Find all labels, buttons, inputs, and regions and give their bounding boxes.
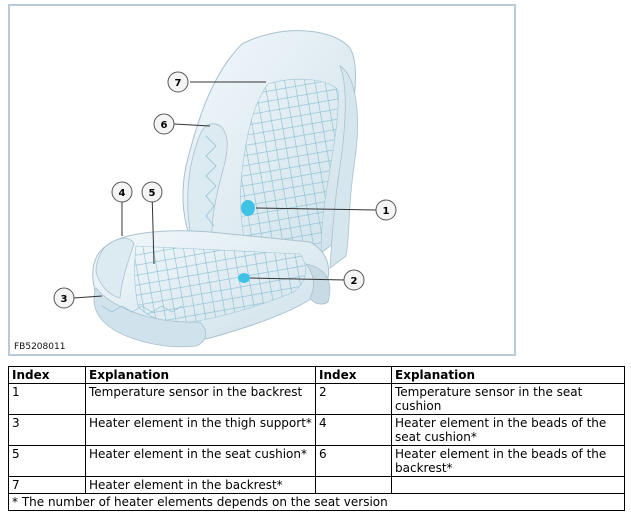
callout-label: 3: [61, 294, 68, 305]
index-cell: [315, 476, 392, 494]
callout-label: 2: [351, 276, 358, 287]
table-row: 1 Temperature sensor in the backrest 2 T…: [8, 383, 625, 415]
callout-label: 5: [149, 188, 156, 199]
callout-5: 5: [141, 181, 163, 203]
seat-illustration: 1 2 3 4 5 6 7 FB5208011: [8, 4, 516, 356]
index-cell: 7: [8, 476, 86, 494]
header-explanation: Explanation: [391, 366, 625, 384]
seat-heater-grid: [134, 245, 306, 323]
table-row: 3 Heater element in the thigh support* 4…: [8, 414, 625, 446]
callout-6: 6: [153, 113, 175, 135]
explanation-cell: Heater element in the beads of the backr…: [391, 445, 625, 477]
header-index: Index: [8, 366, 86, 384]
callout-2: 2: [343, 269, 365, 291]
callout-4: 4: [111, 181, 133, 203]
index-cell: 6: [315, 445, 392, 477]
thigh-support: [93, 287, 207, 348]
callout-label: 7: [175, 78, 182, 89]
callout-label: 4: [119, 188, 126, 199]
table-header-row: Index Explanation Index Explanation: [8, 366, 625, 384]
table-row: 5 Heater element in the seat cushion* 6 …: [8, 445, 625, 477]
legend-table: Index Explanation Index Explanation 1 Te…: [8, 366, 625, 511]
backrest-heater-grid: [240, 78, 339, 265]
explanation-cell: Heater element in the backrest*: [85, 476, 316, 494]
explanation-cell: Heater element in the thigh support*: [85, 414, 316, 446]
table-row: 7 Heater element in the backrest*: [8, 476, 625, 494]
callout-1: 1: [375, 199, 397, 221]
callout-7: 7: [167, 71, 189, 93]
index-cell: 1: [8, 383, 86, 415]
footnote: * The number of heater elements depends …: [8, 493, 625, 511]
index-cell: 2: [315, 383, 392, 415]
footnote-row: * The number of heater elements depends …: [8, 493, 625, 511]
callout-label: 1: [383, 206, 390, 217]
header-explanation: Explanation: [85, 366, 316, 384]
callout-label: 6: [161, 120, 168, 131]
seat-cushion-bead: [95, 237, 135, 299]
header-index: Index: [315, 366, 392, 384]
explanation-cell: Temperature sensor in the seat cushion: [391, 383, 625, 415]
backrest-temperature-sensor: [241, 200, 255, 216]
figure-code: FB5208011: [14, 342, 66, 352]
explanation-cell: Temperature sensor in the backrest: [85, 383, 316, 415]
callout-3: 3: [53, 287, 75, 309]
seat-diagram: 1 2 3 4 5 6 7: [53, 30, 397, 348]
seat-temperature-sensor: [238, 273, 250, 283]
explanation-cell: Heater element in the beads of the seat …: [391, 414, 625, 446]
index-cell: 3: [8, 414, 86, 446]
index-cell: 5: [8, 445, 86, 477]
index-cell: 4: [315, 414, 392, 446]
explanation-cell: [391, 476, 625, 494]
explanation-cell: Heater element in the seat cushion*: [85, 445, 316, 477]
